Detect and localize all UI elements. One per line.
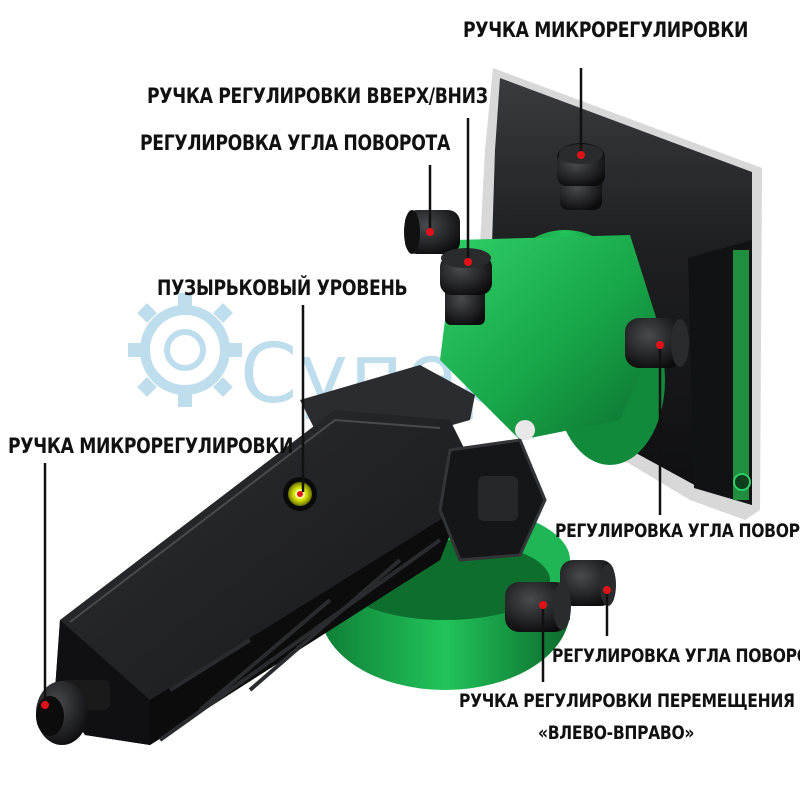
main-arm bbox=[55, 365, 475, 745]
marker-dot bbox=[297, 491, 303, 497]
callout-markers bbox=[41, 151, 664, 709]
marker-dot bbox=[577, 151, 585, 159]
label-rotation-top: РЕГУЛИРОВКА УГЛА ПОВОРОТА bbox=[140, 131, 450, 155]
marker-dot bbox=[464, 258, 472, 266]
rotation-knob-right bbox=[625, 318, 689, 368]
marker-dot bbox=[656, 341, 664, 349]
rotation-knob-bottom bbox=[560, 560, 616, 606]
label-fine-adjust-knob-front: РУЧКА МИКРОРЕГУЛИРОВКИ bbox=[8, 434, 294, 458]
label-rotation-bottom: РЕГУЛИРОВКА УГЛА ПОВОРОТА bbox=[552, 645, 800, 667]
left-right-knob bbox=[505, 582, 571, 632]
label-left-right-knob-line2: «ВЛЕВО-ВПРАВО» bbox=[538, 722, 695, 744]
marker-dot bbox=[426, 228, 434, 236]
arm-bracket bbox=[438, 420, 547, 562]
label-bubble-level: ПУЗЫРЬКОВЫЙ УРОВЕНЬ bbox=[157, 276, 408, 300]
marker-dot bbox=[603, 586, 611, 594]
gear-icon bbox=[140, 305, 230, 395]
up-down-knob bbox=[440, 248, 492, 325]
marker-dot bbox=[41, 701, 49, 709]
callout-lines bbox=[43, 68, 662, 705]
label-fine-adjust-knob-top: РУЧКА МИКРОРЕГУЛИРОВКИ bbox=[463, 18, 749, 42]
label-rotation-right: РЕГУЛИРОВКА УГЛА ПОВОРОТА bbox=[555, 520, 800, 542]
label-left-right-knob-line1: РУЧКА РЕГУЛИРОВКИ ПЕРЕМЕЩЕНИЯ bbox=[459, 690, 795, 712]
gear-teeth bbox=[128, 293, 242, 407]
label-up-down-knob: РУЧКА РЕГУЛИРОВКИ ВВЕРХ/ВНИЗ bbox=[147, 84, 488, 108]
arm-lattice bbox=[158, 538, 442, 742]
marker-dot bbox=[539, 601, 547, 609]
